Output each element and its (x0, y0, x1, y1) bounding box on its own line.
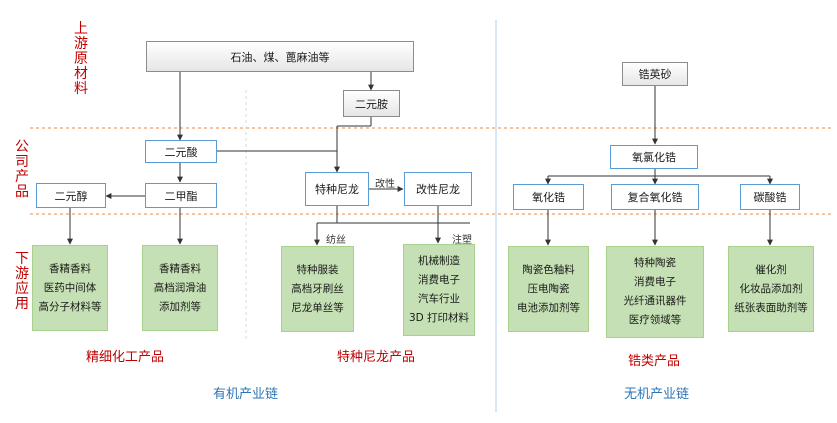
app-box-zirconia: 陶瓷色釉料 压电陶瓷 电池添加剂等 (508, 246, 589, 332)
diacid-node: 二元酸 (145, 140, 217, 163)
app-item: 电池添加剂等 (517, 301, 580, 314)
chain-label-inorganic: 无机产业链 (624, 387, 690, 402)
app-box-zirconium-carbonate: 催化剂 化妆品添加剂 纸张表面助剂等 (728, 246, 814, 332)
app-item: 特种陶瓷 (634, 257, 676, 269)
zirconium-carbonate-node: 碳酸锆 (740, 184, 800, 210)
app-item: 香精香料 (49, 262, 91, 275)
composite-zirconia-node: 复合氧化锆 (611, 184, 699, 210)
app-item: 压电陶瓷 (527, 282, 570, 295)
category-fine-chem: 精细化工产品 (86, 350, 165, 365)
app-item: 消费电子 (418, 274, 460, 286)
app-item: 医药中间体 (43, 281, 97, 294)
special-nylon-node: 特种尼龙 (305, 172, 369, 206)
app-item: 光纤通讯器件 (623, 295, 687, 307)
zirconia-node: 氧化锆 (513, 184, 584, 210)
category-zirconium: 锆类产品 (628, 354, 681, 369)
app-item: 特种服装 (296, 263, 339, 276)
app-item: 高档润滑油 (153, 281, 207, 294)
app-item: 机械制造 (418, 255, 460, 267)
edge-label-injection: 注塑 (452, 235, 472, 246)
app-box-composite-zirconia: 特种陶瓷 消费电子 光纤通讯器件 医疗领域等 (606, 246, 704, 338)
edge-label-spinning: 纺丝 (326, 235, 346, 246)
diol-node: 二元醇 (36, 183, 106, 208)
layer-label-upstream: 上游原材料 (74, 21, 88, 97)
app-item: 医疗领域等 (628, 314, 682, 326)
app-item: 化妆品添加剂 (739, 282, 803, 295)
layer-label-downstream: 下游应用 (15, 251, 29, 312)
app-item: 高档牙刷丝 (291, 282, 344, 295)
app-item: 尼龙单丝等 (291, 301, 344, 314)
app-box-ester: 香精香料 高档润滑油 添加剂等 (142, 245, 218, 331)
app-item: 添加剂等 (159, 300, 201, 313)
app-item: 高分子材料等 (38, 300, 102, 313)
app-item: 3D 打印材料 (408, 312, 470, 324)
layer-label-company: 公司产品 (15, 139, 29, 200)
app-item: 汽车行业 (418, 293, 460, 305)
zirconium-oxychloride-node: 氧氯化锆 (610, 145, 698, 169)
dimethyl-ester-node: 二甲酯 (145, 183, 217, 208)
modified-nylon-node: 改性尼龙 (404, 172, 472, 206)
category-special-nylon: 特种尼龙产品 (337, 350, 416, 365)
edge-label-modify: 改性 (375, 179, 395, 190)
app-box-diol: 香精香料 医药中间体 高分子材料等 (32, 245, 108, 331)
app-box-nylon-injection: 机械制造 消费电子 汽车行业 3D 打印材料 (403, 244, 475, 336)
raw-materials-node: 石油、煤、蓖麻油等 (146, 41, 414, 72)
diamine-node: 二元胺 (343, 90, 400, 117)
app-item: 纸张表面助剂等 (734, 301, 808, 314)
app-item: 陶瓷色釉料 (522, 263, 575, 276)
chain-label-organic: 有机产业链 (213, 387, 279, 402)
app-item: 催化剂 (755, 263, 787, 276)
zircon-sand-node: 锆英砂 (622, 62, 688, 86)
app-box-nylon-spinning: 特种服装 高档牙刷丝 尼龙单丝等 (281, 246, 354, 332)
app-item: 香精香料 (159, 262, 201, 275)
app-item: 消费电子 (634, 276, 676, 288)
